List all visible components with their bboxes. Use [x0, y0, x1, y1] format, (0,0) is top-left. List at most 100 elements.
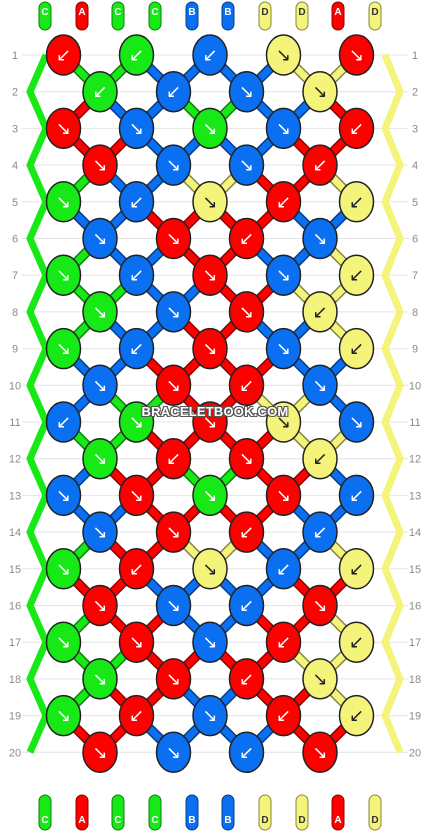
top-strand-end [368, 1, 382, 31]
knot: ↘ [118, 474, 155, 517]
row-number-left: 7 [12, 270, 18, 282]
bottom-strand-letter: A [78, 815, 85, 826]
knot: ↘ [45, 694, 82, 737]
knot-ellipse [302, 731, 338, 774]
knot: ↘ [192, 327, 228, 370]
knot: ↘ [155, 291, 192, 333]
knot: ↘ [155, 144, 192, 186]
knot-ellipse [228, 144, 265, 186]
knot: ↘ [338, 34, 375, 76]
knot-direction-arrow: ↘ [312, 82, 327, 103]
knot-ellipse [192, 694, 228, 737]
knot-direction-arrow: ↘ [202, 559, 217, 580]
knot: ↙ [228, 731, 265, 774]
top-strand-end [111, 1, 125, 31]
knot-direction-arrow: ↘ [349, 412, 364, 433]
knot-direction-arrow: ↙ [349, 339, 364, 360]
knot-direction-arrow: ↙ [239, 742, 254, 763]
knot-direction-arrow: ↘ [202, 632, 217, 653]
knot-direction-arrow: ↙ [349, 632, 364, 653]
knot: ↘ [45, 474, 82, 517]
knot-ellipse [228, 217, 265, 260]
knot: ↙ [302, 511, 338, 553]
knot-ellipse [192, 401, 228, 443]
knot: ↘ [155, 731, 192, 774]
knot: ↙ [82, 70, 118, 113]
knot: ↙ [338, 107, 375, 150]
knot-direction-arrow: ↘ [56, 192, 71, 213]
knot: ↘ [82, 364, 118, 407]
knot-ellipse [228, 511, 265, 553]
knot-ellipse [155, 70, 192, 113]
row-number-left: 15 [9, 564, 21, 576]
knot-ellipse [118, 401, 155, 443]
knot: ↘ [45, 254, 82, 296]
knot: ↘ [45, 548, 82, 590]
knot-direction-arrow: ↘ [202, 339, 217, 360]
knot-direction-arrow: ↙ [276, 706, 291, 727]
knot-direction-arrow: ↘ [56, 265, 71, 286]
knot: ↙ [265, 694, 302, 737]
knot: ↘ [192, 548, 228, 590]
knot-ellipse [338, 254, 375, 296]
bottom-strand-letter: C [114, 815, 121, 826]
knot: ↘ [302, 70, 338, 113]
knot: ↙ [192, 34, 228, 76]
knot-ellipse [45, 181, 82, 223]
row-number-left: 18 [9, 674, 21, 686]
knot: ↘ [192, 621, 228, 663]
knot: ↙ [45, 401, 82, 443]
knot-ellipse [45, 107, 82, 150]
knot: ↘ [45, 181, 82, 223]
knot-direction-arrow: ↘ [56, 706, 71, 727]
knot-ellipse [118, 107, 155, 150]
row-number-right: 13 [409, 490, 421, 502]
knot-direction-arrow: ↘ [276, 265, 291, 286]
row-number-right: 14 [409, 527, 421, 539]
knot-ellipse [82, 437, 118, 480]
top-strand-letter: D [371, 7, 378, 18]
knot-ellipse [118, 548, 155, 590]
knot: ↙ [302, 291, 338, 333]
knot-ellipse [265, 327, 302, 370]
knot-ellipse [155, 511, 192, 553]
knot: ↙ [338, 548, 375, 590]
knot: ↘ [45, 107, 82, 150]
top-strand-letter: D [261, 7, 268, 18]
knot: ↙ [118, 254, 155, 296]
knot-ellipse [265, 694, 302, 737]
bottom-strand-letter: C [41, 815, 48, 826]
bottom-strand-end [331, 794, 345, 831]
knot-direction-arrow: ↙ [349, 192, 364, 213]
knot-ellipse [45, 254, 82, 296]
top-strand-letter: C [41, 7, 48, 18]
knot-direction-arrow: ↙ [166, 82, 181, 103]
top-strand-end [75, 1, 89, 31]
knot: ↘ [265, 107, 302, 150]
knot-direction-arrow: ↘ [166, 669, 181, 690]
top-strand-end [221, 1, 235, 31]
knot: ↘ [228, 437, 265, 480]
knot-ellipse [155, 658, 192, 700]
knot: ↙ [338, 327, 375, 370]
row-number-left: 1 [12, 50, 18, 62]
row-number-right: 3 [412, 123, 418, 135]
knot-direction-arrow: ↙ [239, 596, 254, 617]
knot-direction-arrow: ↙ [349, 265, 364, 286]
knot-ellipse [302, 364, 338, 407]
knot-ellipse [228, 70, 265, 113]
bottom-strand-end [185, 794, 199, 831]
knot: ↘ [302, 658, 338, 700]
knot: ↙ [118, 327, 155, 370]
knot-direction-arrow: ↙ [349, 118, 364, 139]
knot-ellipse [338, 327, 375, 370]
knot: ↙ [118, 34, 155, 76]
knot-ellipse [82, 731, 118, 774]
knot-ellipse [192, 34, 228, 76]
knot-ellipse [228, 291, 265, 333]
top-strand-letter: C [114, 7, 121, 18]
knot-direction-arrow: ↘ [312, 669, 327, 690]
row-number-left: 3 [12, 123, 18, 135]
knot-direction-arrow: ↘ [92, 449, 107, 470]
knot-ellipse [118, 34, 155, 76]
